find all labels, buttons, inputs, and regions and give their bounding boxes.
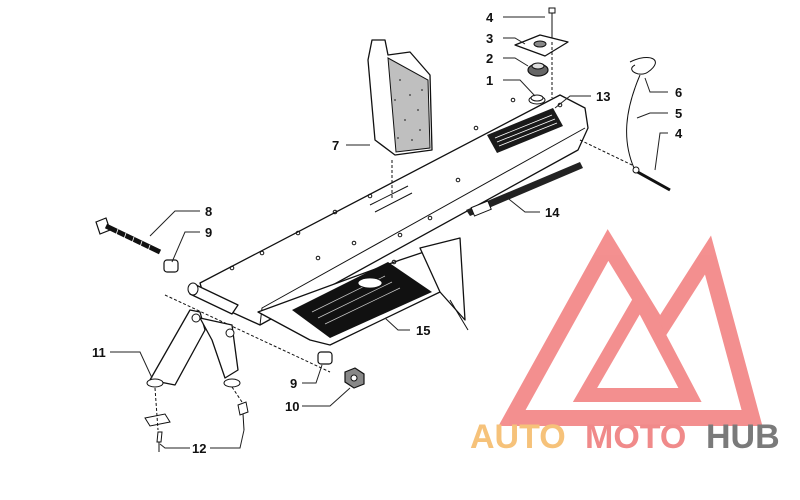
- decal-13: [487, 108, 563, 153]
- callout-11: 11: [92, 345, 106, 360]
- part-8-bolt: [95, 217, 162, 255]
- part-10-nut: [344, 367, 365, 389]
- callout-3: 3: [486, 31, 493, 46]
- callout-15: 15: [416, 323, 430, 338]
- watermark-word-moto: MOTO: [585, 418, 686, 456]
- pivot-tube: [164, 282, 331, 373]
- callouts: 1 2 3 4 4 5 6 7 8 9 9 10 11 12 13 14 15: [92, 10, 683, 456]
- decal-15: [292, 262, 432, 338]
- parts-1-4-grommet: [514, 7, 569, 102]
- callout-5: 5: [675, 106, 682, 121]
- callout-7: 7: [332, 138, 339, 153]
- part-7-pad: [367, 39, 433, 198]
- callout-8: 8: [205, 204, 212, 219]
- callout-9-bottom: 9: [290, 376, 297, 391]
- leader-lines: [110, 16, 668, 449]
- callout-6: 6: [675, 85, 682, 100]
- callout-10: 10: [285, 399, 299, 414]
- callout-13: 13: [596, 89, 610, 104]
- watermark-inner-triangle-icon: [572, 285, 702, 402]
- callout-4-top: 4: [486, 10, 494, 25]
- callout-1: 1: [486, 73, 493, 88]
- watermark-triangle-icon: [498, 229, 763, 426]
- callout-12: 12: [192, 441, 206, 456]
- callout-4-right: 4: [675, 126, 683, 141]
- watermark-wordmark: AUTO MOTO HUB: [470, 418, 780, 456]
- part-12-rivets: [144, 386, 249, 452]
- callout-14: 14: [545, 205, 560, 220]
- callout-2: 2: [486, 51, 493, 66]
- part-9-bushings: [163, 259, 333, 365]
- watermark-word-hub: HUB: [706, 418, 780, 456]
- decal-14: [466, 162, 583, 217]
- part-11-bracket: [146, 309, 241, 388]
- parts-5-6-cable: [579, 57, 671, 192]
- watermark-logo: [498, 229, 763, 426]
- watermark-word-auto: AUTO: [470, 418, 566, 456]
- callout-9-top: 9: [205, 225, 212, 240]
